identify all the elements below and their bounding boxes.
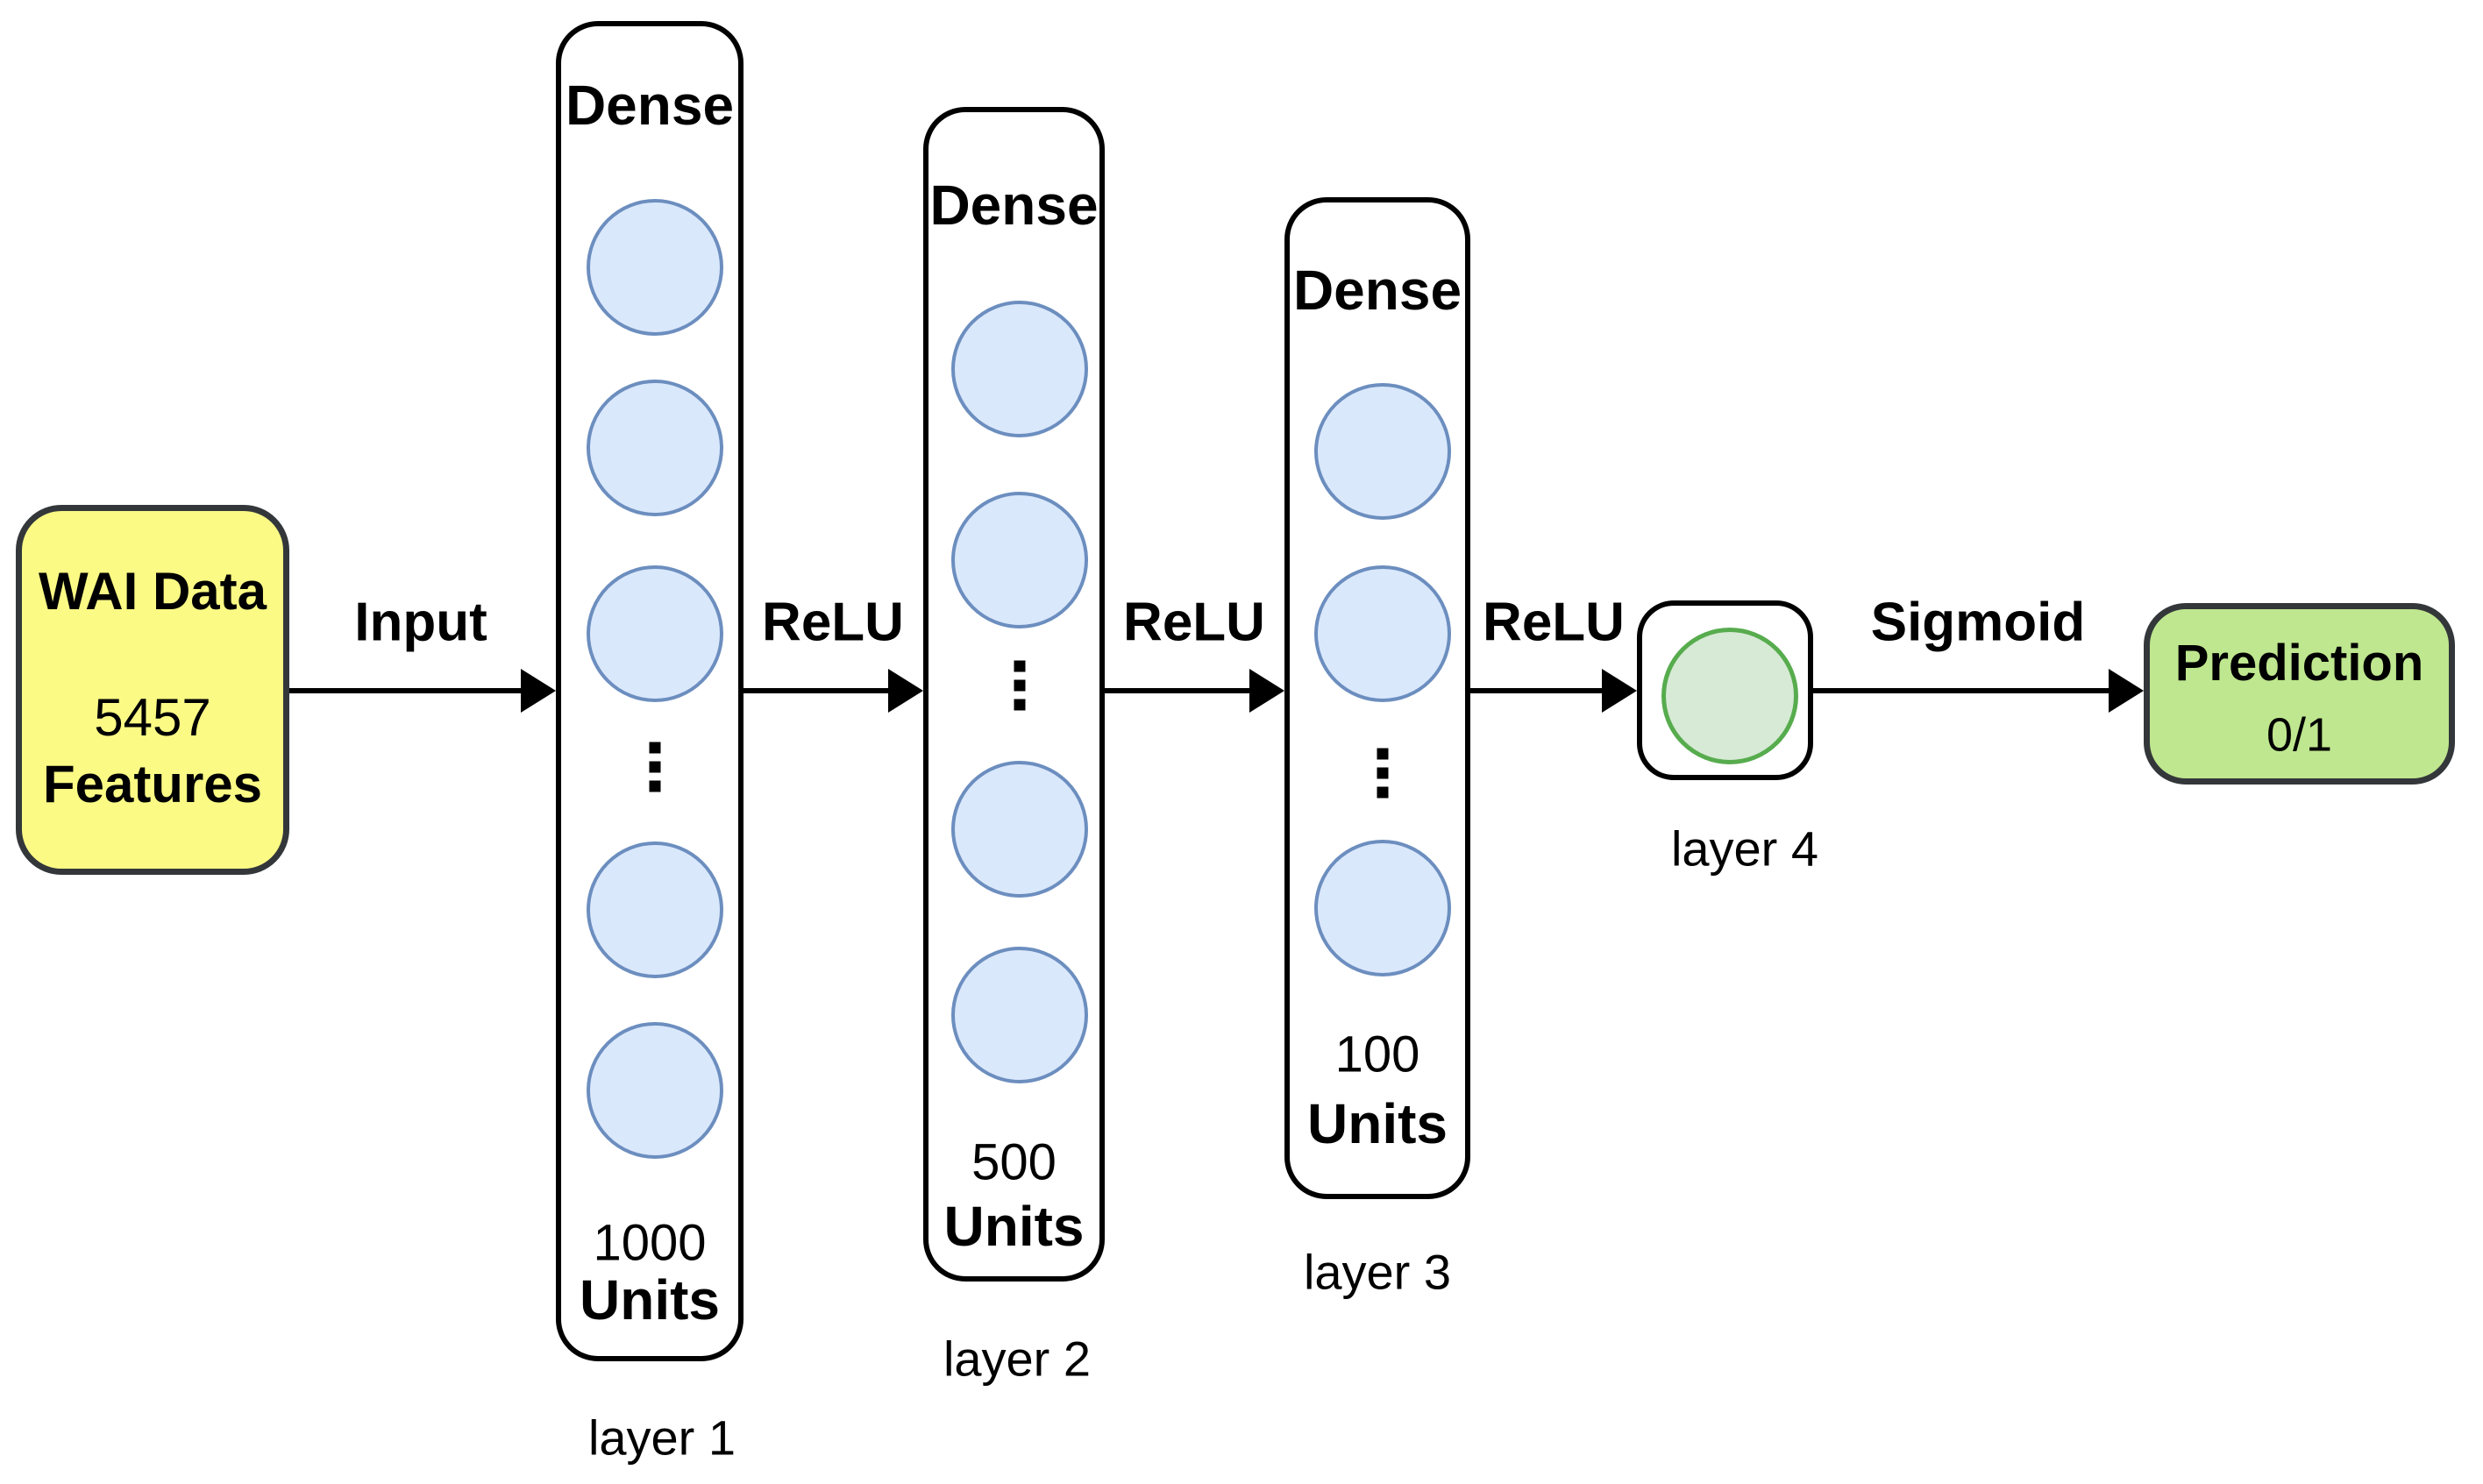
ellipsis-dots-icon bbox=[649, 742, 661, 792]
layer1-caption: layer 1 bbox=[587, 1409, 736, 1466]
layer2-type-label: Dense bbox=[929, 174, 1099, 237]
ellipsis-dots-icon bbox=[1014, 660, 1026, 711]
neuron-circle bbox=[1314, 565, 1451, 702]
neuron-circle bbox=[951, 492, 1088, 628]
edge-relu2-label: ReLU bbox=[1123, 592, 1265, 653]
layer3-units-word: Units bbox=[1307, 1092, 1448, 1155]
layer4-caption: layer 4 bbox=[1670, 820, 1819, 877]
edge-input-label: Input bbox=[354, 592, 487, 653]
neuron-circle bbox=[587, 380, 723, 516]
neuron-circle bbox=[951, 301, 1088, 437]
input-node-feature-count: 5457 bbox=[94, 688, 211, 747]
edge-relu2-arrowhead-icon bbox=[1249, 669, 1284, 713]
neuron-circle bbox=[1314, 383, 1451, 520]
edge-relu3-line bbox=[1470, 688, 1604, 693]
edge-relu3-arrowhead-icon bbox=[1602, 669, 1637, 713]
edge-relu1-arrowhead-icon bbox=[888, 669, 923, 713]
layer2-caption: layer 2 bbox=[943, 1331, 1092, 1387]
prediction-node: Prediction 0/1 bbox=[2144, 603, 2455, 785]
layer3-type-label: Dense bbox=[1292, 259, 1462, 322]
prediction-title: Prediction bbox=[2174, 635, 2424, 692]
neuron-circle bbox=[587, 565, 723, 702]
neuron-circle bbox=[587, 841, 723, 978]
edge-relu3-label: ReLU bbox=[1483, 592, 1625, 653]
layer2-dense-column: Dense 500 Units bbox=[923, 107, 1105, 1282]
neuron-circle bbox=[951, 947, 1088, 1083]
layer1-units-count: 1000 bbox=[593, 1214, 707, 1272]
edge-relu1-label: ReLU bbox=[762, 592, 904, 653]
neuron-circle bbox=[1314, 840, 1451, 976]
layer3-units-count: 100 bbox=[1334, 1026, 1420, 1083]
layer2-units-count: 500 bbox=[971, 1133, 1057, 1191]
edge-input-arrowhead-icon bbox=[521, 669, 556, 713]
layer1-dense-column: Dense 1000 Units bbox=[556, 21, 743, 1361]
layer3-caption: layer 3 bbox=[1303, 1244, 1452, 1300]
input-node-title: WAI Data bbox=[38, 562, 267, 621]
edge-sigmoid-line bbox=[1813, 688, 2110, 693]
output-neuron-circle bbox=[1661, 628, 1798, 764]
edge-relu2-line bbox=[1105, 688, 1251, 693]
layer2-units-word: Units bbox=[943, 1195, 1085, 1258]
neuron-circle bbox=[587, 1022, 723, 1159]
neuron-circle bbox=[951, 761, 1088, 898]
neuron-circle bbox=[587, 199, 723, 336]
layer3-dense-column: Dense 100 Units bbox=[1284, 197, 1470, 1199]
layer1-units-word: Units bbox=[580, 1268, 720, 1331]
layer4-output-box bbox=[1637, 600, 1813, 780]
edge-sigmoid-label: Sigmoid bbox=[1870, 592, 2086, 653]
layer1-type-label: Dense bbox=[565, 74, 735, 137]
edge-input-line bbox=[289, 688, 523, 693]
input-data-node: WAI Data 5457 Features bbox=[16, 505, 289, 875]
edge-sigmoid-arrowhead-icon bbox=[2109, 669, 2144, 713]
prediction-value: 0/1 bbox=[2266, 708, 2333, 762]
ellipsis-dots-icon bbox=[1377, 748, 1389, 799]
edge-relu1-line bbox=[743, 688, 890, 693]
input-node-feature-label: Features bbox=[42, 755, 263, 813]
